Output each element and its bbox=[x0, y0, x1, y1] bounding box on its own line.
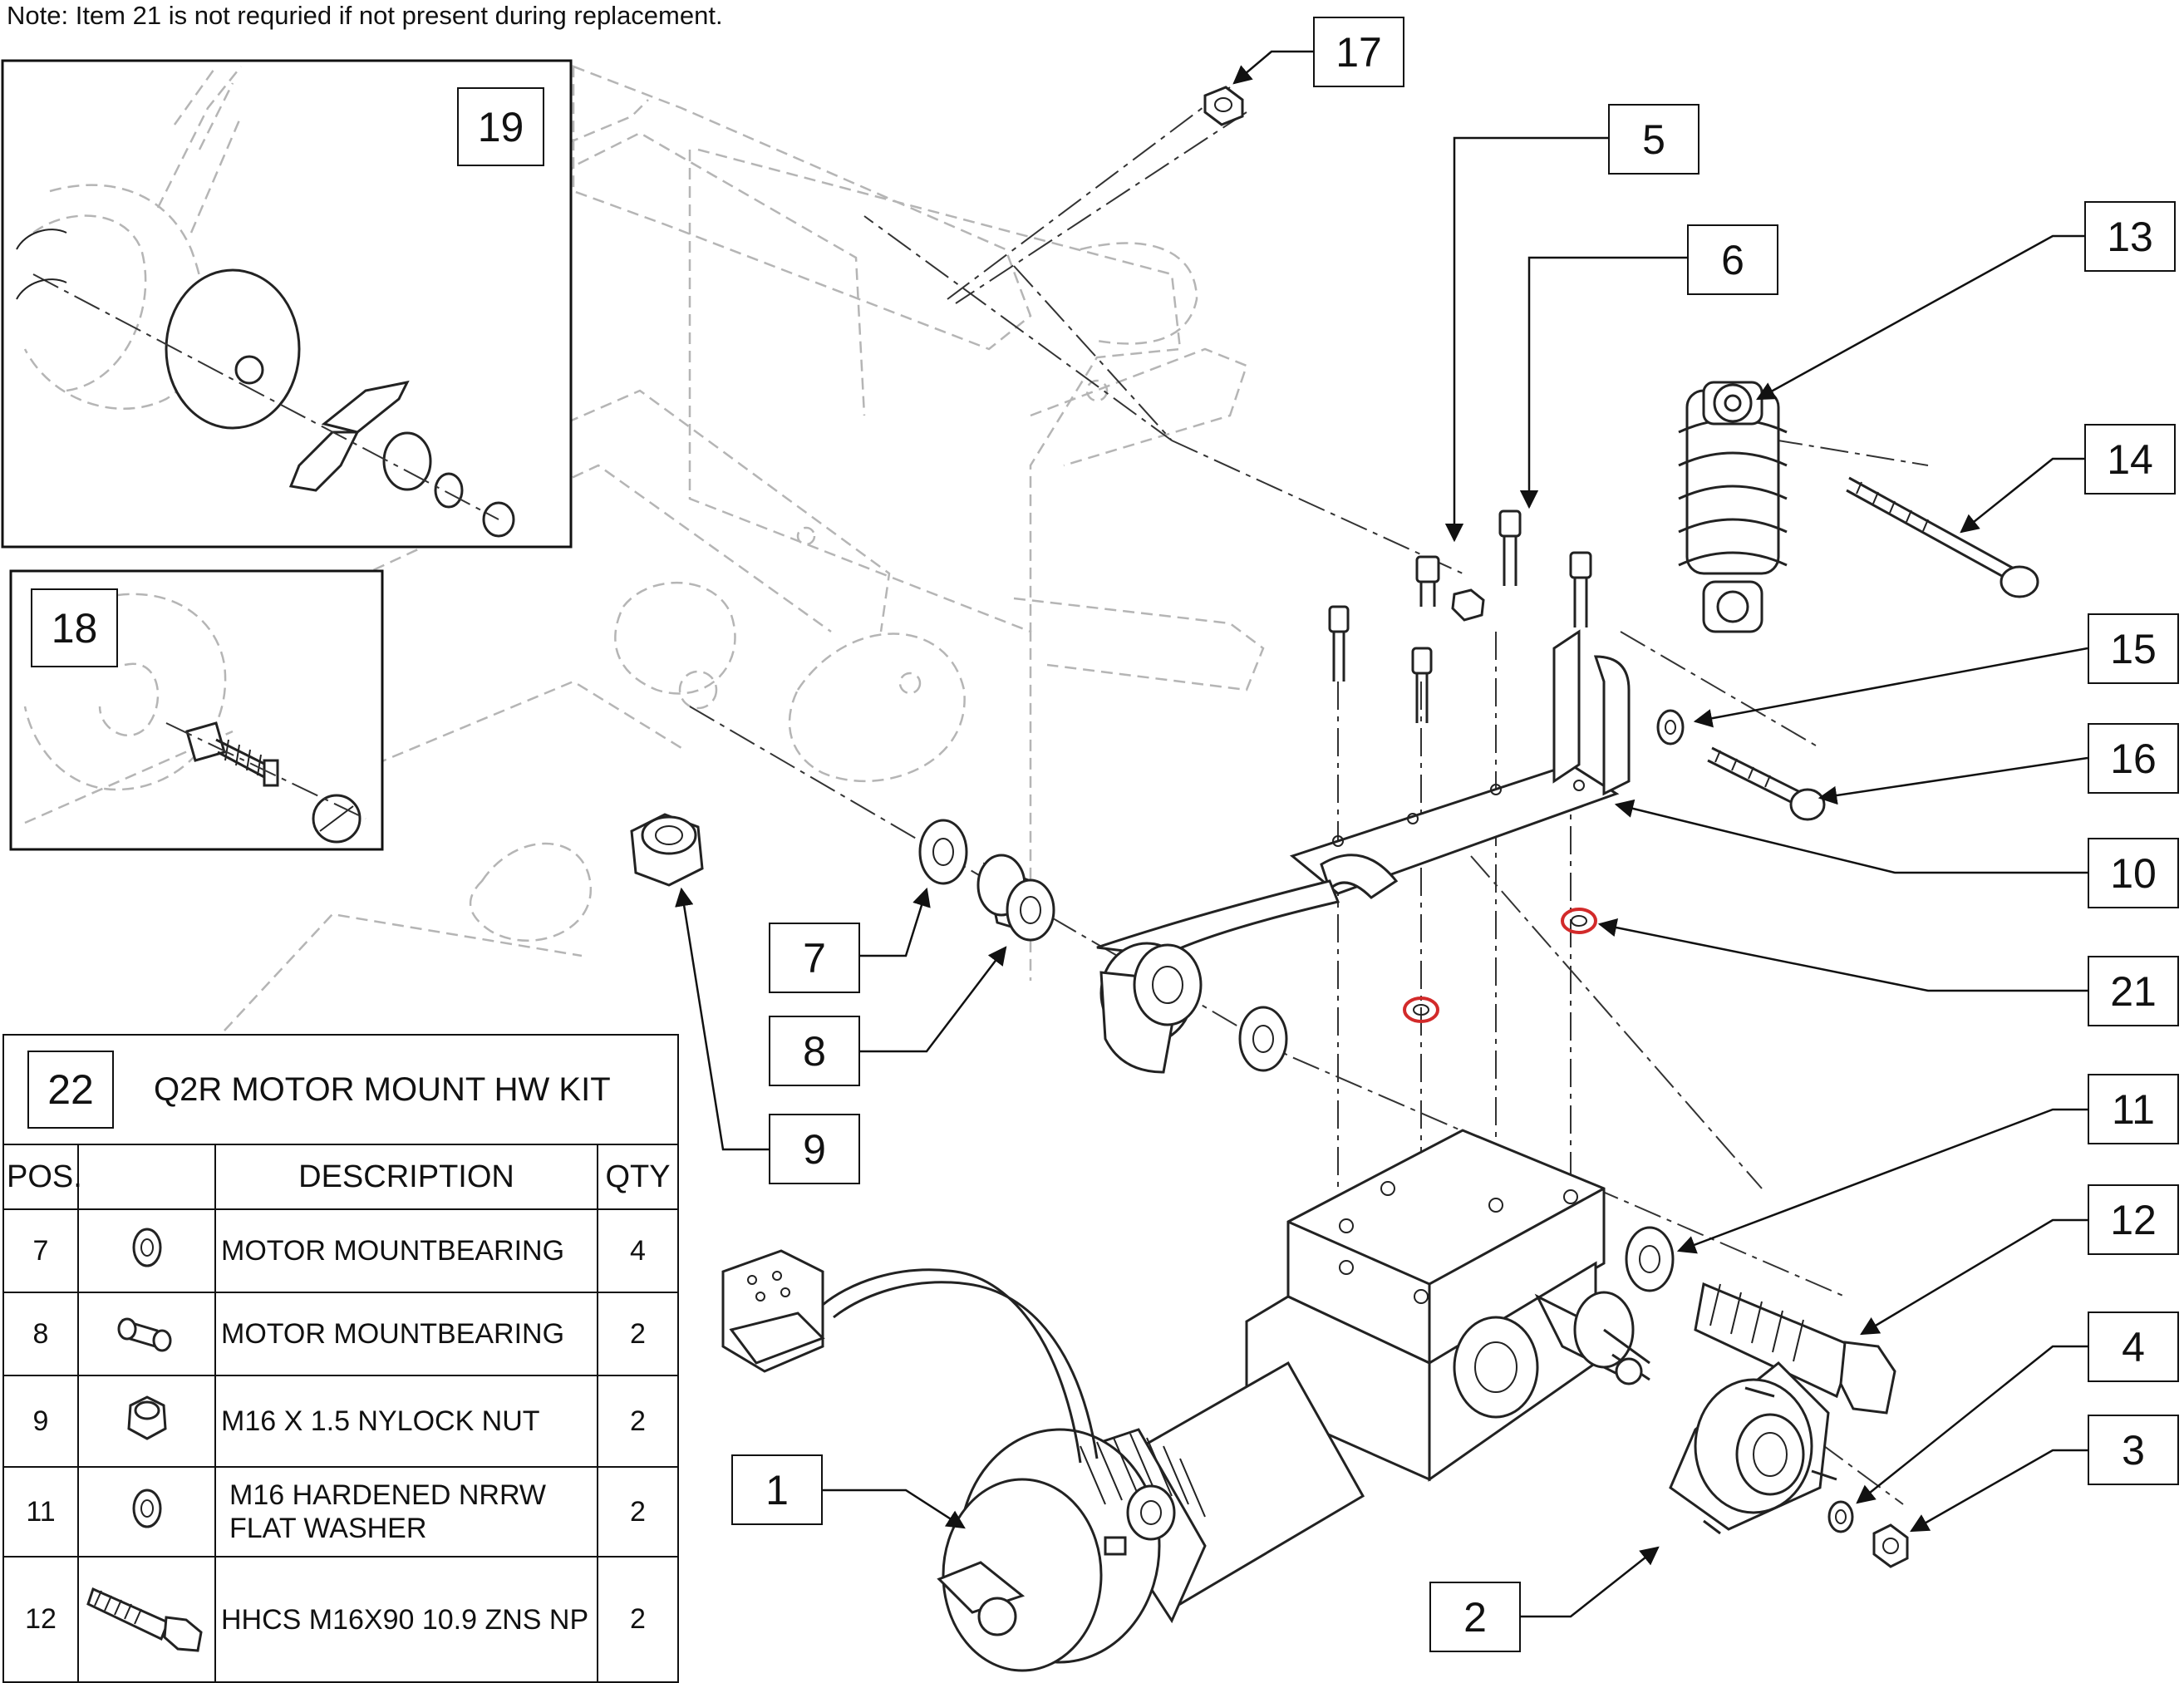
bolt-14 bbox=[1846, 476, 2039, 598]
callout-13: 13 bbox=[2084, 201, 2176, 272]
socket-screws bbox=[1328, 509, 1592, 723]
row-pos: 11 bbox=[2, 1466, 79, 1558]
sleeve-bearing-8 bbox=[976, 854, 1055, 942]
hex-bolt-12 bbox=[1694, 1282, 1896, 1415]
hex-nut-icon bbox=[77, 1375, 216, 1468]
washer-7 bbox=[918, 819, 968, 885]
callout-8: 8 bbox=[769, 1016, 860, 1086]
nut-17 bbox=[1203, 86, 1244, 126]
sleeve-bearing-icon bbox=[77, 1292, 216, 1376]
row-description: M16 HARDENED NRRW FLAT WASHER bbox=[214, 1466, 598, 1558]
row-pos: 8 bbox=[2, 1292, 79, 1376]
motor-cable bbox=[721, 1249, 1099, 1464]
nut-3 bbox=[1872, 1523, 1909, 1568]
callout-17: 17 bbox=[1313, 17, 1404, 87]
spacer-washers-21 bbox=[1403, 908, 1597, 1023]
header-qty: QTY bbox=[596, 1144, 680, 1210]
header-pos: POS. bbox=[2, 1144, 82, 1210]
header-description: DESCRIPTION bbox=[214, 1144, 598, 1210]
kit-row: 8 MOTOR MOUNTBEARING 2 bbox=[2, 1292, 680, 1376]
inset-label-18: 18 bbox=[31, 588, 118, 667]
callout-6: 6 bbox=[1687, 224, 1778, 295]
bolt-16 bbox=[1707, 746, 1826, 821]
kit-title-cell: 22 Q2R MOTOR MOUNT HW KIT bbox=[2, 1034, 680, 1145]
inset-label-19: 19 bbox=[457, 87, 544, 166]
motor-1 bbox=[937, 1361, 1365, 1672]
callout-2: 2 bbox=[1429, 1582, 1521, 1652]
row-qty: 2 bbox=[596, 1375, 680, 1468]
callout-21: 21 bbox=[2088, 956, 2179, 1026]
washer-icon bbox=[77, 1208, 216, 1293]
row-description: MOTOR MOUNTBEARING bbox=[214, 1292, 598, 1376]
row-qty: 2 bbox=[596, 1556, 680, 1683]
motor-mount-bracket-10 bbox=[1096, 629, 1631, 1074]
callout-12: 12 bbox=[2088, 1184, 2179, 1255]
callout-3: 3 bbox=[2088, 1415, 2179, 1485]
hub-2 bbox=[1669, 1361, 1837, 1535]
washer-icon bbox=[77, 1466, 216, 1558]
row-pos: 7 bbox=[2, 1208, 79, 1293]
kit-row: 11 M16 HARDENED NRRW FLAT WASHER 2 bbox=[2, 1466, 680, 1558]
callout-14: 14 bbox=[2084, 424, 2176, 495]
row-description: M16 X 1.5 NYLOCK NUT bbox=[214, 1375, 598, 1468]
hex-bolt-icon bbox=[77, 1556, 216, 1683]
washer-15 bbox=[1656, 709, 1685, 746]
callout-7: 7 bbox=[769, 923, 860, 993]
gearbox bbox=[1245, 1129, 1650, 1482]
kit-name: Q2R MOTOR MOUNT HW KIT bbox=[154, 1070, 611, 1108]
callout-1: 1 bbox=[731, 1454, 823, 1525]
row-qty: 4 bbox=[596, 1208, 680, 1293]
callout-9: 9 bbox=[769, 1114, 860, 1184]
kit-row: 9 M16 X 1.5 NYLOCK NUT 2 bbox=[2, 1375, 680, 1468]
row-description: MOTOR MOUNTBEARING bbox=[214, 1208, 598, 1293]
row-pos: 12 bbox=[2, 1556, 79, 1683]
kit-row: 12 HHCS M16X90 10.9 ZNS NP 2 bbox=[2, 1556, 680, 1683]
washer-7b bbox=[1238, 1006, 1288, 1072]
header-icon bbox=[77, 1144, 216, 1210]
washer-4 bbox=[1827, 1500, 1854, 1533]
ghosted-frame bbox=[224, 65, 1265, 1031]
replacement-note: Note: Item 21 is not requried if not pre… bbox=[7, 1, 723, 30]
callout-5: 5 bbox=[1608, 104, 1699, 175]
row-description-line1: M16 HARDENED NRRW bbox=[229, 1479, 546, 1511]
row-description: HHCS M16X90 10.9 ZNS NP bbox=[214, 1556, 598, 1683]
kit-number: 22 bbox=[27, 1051, 114, 1129]
shock-absorber-13 bbox=[1678, 381, 1788, 633]
nylock-nut-9 bbox=[630, 813, 704, 887]
washer-11 bbox=[1625, 1226, 1675, 1292]
callout-10: 10 bbox=[2088, 838, 2179, 908]
kit-row: 7 MOTOR MOUNTBEARING 4 bbox=[2, 1208, 680, 1293]
callout-4: 4 bbox=[2088, 1311, 2179, 1382]
row-qty: 2 bbox=[596, 1466, 680, 1558]
callout-15: 15 bbox=[2088, 613, 2179, 684]
leader-lines bbox=[675, 50, 2088, 1618]
row-qty: 2 bbox=[596, 1292, 680, 1376]
callout-11: 11 bbox=[2088, 1074, 2179, 1144]
callout-16: 16 bbox=[2088, 723, 2179, 794]
row-pos: 9 bbox=[2, 1375, 79, 1468]
row-description-line2: FLAT WASHER bbox=[229, 1513, 427, 1544]
